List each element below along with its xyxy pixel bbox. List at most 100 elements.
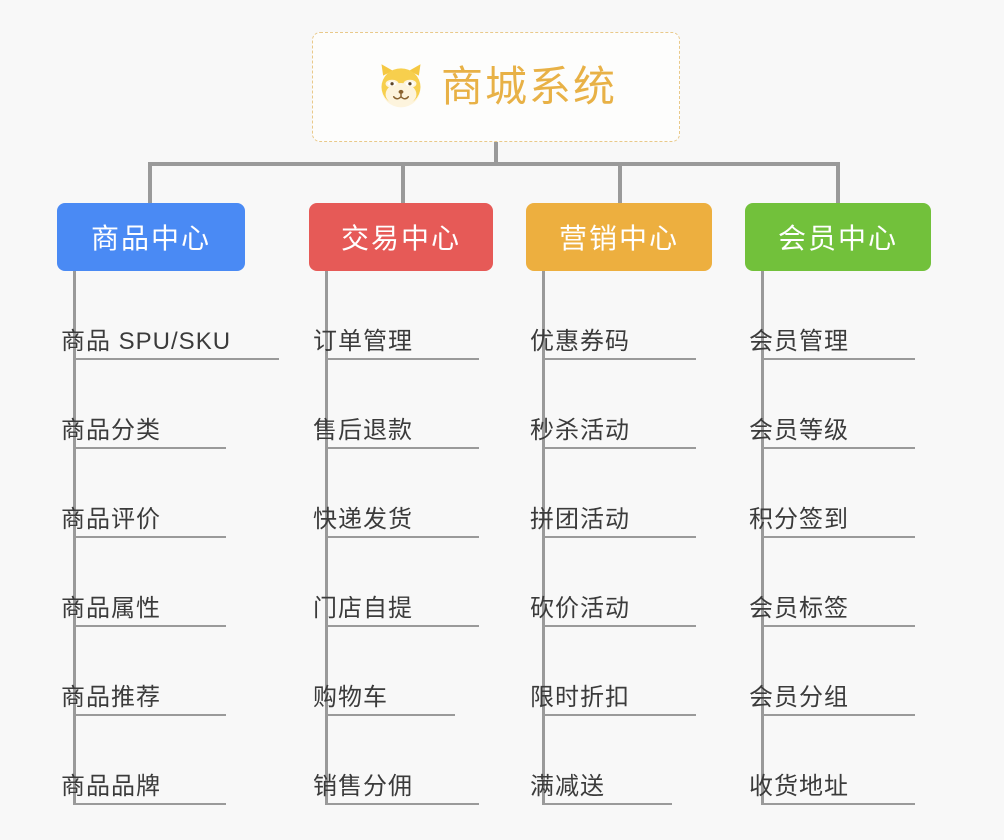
leaf-label: 会员标签 (749, 595, 849, 622)
column-transaction: 交易中心 订单管理 售后退款 快递发货 门店自提 购物车 (309, 203, 493, 805)
category-header-4[interactable]: 会员中心 (745, 203, 931, 271)
connector-horizontal-bus (150, 162, 840, 166)
leaf-label: 会员分组 (749, 684, 849, 711)
leaf-label: 优惠券码 (530, 328, 630, 355)
list-item[interactable]: 会员分组 (745, 627, 915, 716)
list-item[interactable]: 秒杀活动 (526, 360, 696, 449)
list-item[interactable]: 购物车 (309, 627, 479, 716)
leaf-label: 限时折扣 (530, 684, 630, 711)
leaf-list-3: 优惠券码 秒杀活动 拼团活动 砍价活动 限时折扣 满减送 (526, 271, 696, 805)
leaf-underline (73, 714, 226, 716)
list-item[interactable]: 限时折扣 (526, 627, 696, 716)
leaf-underline (325, 358, 479, 360)
leaf-underline (73, 536, 226, 538)
leaf-label: 售后退款 (313, 417, 413, 444)
list-item[interactable]: 会员标签 (745, 538, 915, 627)
list-item[interactable]: 商品评价 (57, 449, 279, 538)
column-commodity: 商品中心 商品 SPU/SKU 商品分类 商品评价 商品属性 商品推荐 (57, 203, 279, 805)
list-item[interactable]: 商品分类 (57, 360, 279, 449)
connector-drop-4 (836, 162, 840, 204)
category-label-4: 会员中心 (777, 223, 898, 254)
connector-root-stem (494, 142, 498, 164)
leaf-underline (761, 536, 915, 538)
leaf-label: 门店自提 (313, 595, 413, 622)
leaf-list-2: 订单管理 售后退款 快递发货 门店自提 购物车 销售分佣 (309, 271, 479, 805)
leaf-label: 拼团活动 (530, 506, 630, 533)
list-item[interactable]: 订单管理 (309, 271, 479, 360)
list-item[interactable]: 商品推荐 (57, 627, 279, 716)
leaf-underline (761, 447, 915, 449)
category-header-1[interactable]: 商品中心 (57, 203, 245, 271)
category-label-2: 交易中心 (340, 223, 461, 254)
leaf-underline (542, 447, 696, 449)
leaf-label: 购物车 (313, 684, 388, 711)
root-node[interactable]: 商城系统 (312, 32, 680, 142)
column-member: 会员中心 会员管理 会员等级 积分签到 会员标签 会员分组 (745, 203, 931, 805)
leaf-label: 砍价活动 (530, 595, 630, 622)
category-label-1: 商品中心 (90, 223, 211, 254)
leaf-underline (325, 447, 479, 449)
leaf-underline (542, 803, 672, 805)
list-item[interactable]: 商品 SPU/SKU (57, 271, 279, 360)
connector-drop-2 (401, 162, 405, 204)
list-item[interactable]: 销售分佣 (309, 716, 479, 805)
list-item[interactable]: 优惠券码 (526, 271, 696, 360)
leaf-label: 商品属性 (61, 595, 161, 622)
list-item[interactable]: 售后退款 (309, 360, 479, 449)
column-spine-2 (325, 271, 328, 805)
root-title: 商城系统 (440, 63, 617, 110)
leaf-label: 收货地址 (749, 773, 849, 800)
leaf-label: 会员等级 (749, 417, 849, 444)
category-header-3[interactable]: 营销中心 (526, 203, 712, 271)
list-item[interactable]: 砍价活动 (526, 538, 696, 627)
shiba-dog-icon (375, 61, 427, 113)
list-item[interactable]: 收货地址 (745, 716, 915, 805)
category-label-3: 营销中心 (558, 223, 679, 254)
column-spine-1 (73, 271, 76, 805)
column-marketing: 营销中心 优惠券码 秒杀活动 拼团活动 砍价活动 限时折扣 (526, 203, 712, 805)
leaf-underline (73, 625, 226, 627)
column-spine-4 (761, 271, 764, 805)
leaf-underline (73, 358, 279, 360)
list-item[interactable]: 门店自提 (309, 538, 479, 627)
leaf-underline (542, 358, 696, 360)
leaf-underline (325, 536, 479, 538)
leaf-underline (73, 803, 226, 805)
leaf-underline (761, 358, 915, 360)
leaf-label: 商品品牌 (61, 773, 161, 800)
list-item[interactable]: 商品属性 (57, 538, 279, 627)
list-item[interactable]: 商品品牌 (57, 716, 279, 805)
column-spine-3 (542, 271, 545, 805)
list-item[interactable]: 积分签到 (745, 449, 915, 538)
leaf-underline (542, 625, 696, 627)
list-item[interactable]: 拼团活动 (526, 449, 696, 538)
category-header-2[interactable]: 交易中心 (309, 203, 493, 271)
leaf-label: 销售分佣 (313, 773, 413, 800)
leaf-underline (542, 536, 696, 538)
leaf-label: 商品评价 (61, 506, 161, 533)
leaf-underline (325, 714, 455, 716)
leaf-underline (73, 447, 226, 449)
list-item[interactable]: 会员管理 (745, 271, 915, 360)
leaf-label: 商品分类 (61, 417, 161, 444)
leaf-label: 订单管理 (313, 328, 413, 355)
leaf-underline (325, 803, 479, 805)
list-item[interactable]: 满减送 (526, 716, 696, 805)
leaf-label: 商品 SPU/SKU (61, 328, 232, 355)
leaf-underline (761, 714, 915, 716)
leaf-list-1: 商品 SPU/SKU 商品分类 商品评价 商品属性 商品推荐 商品品牌 (57, 271, 279, 805)
leaf-underline (542, 714, 696, 716)
leaf-label: 商品推荐 (61, 684, 161, 711)
leaf-underline (761, 803, 915, 805)
leaf-underline (325, 625, 479, 627)
leaf-list-4: 会员管理 会员等级 积分签到 会员标签 会员分组 收货地址 (745, 271, 915, 805)
leaf-label: 积分签到 (749, 506, 849, 533)
leaf-label: 秒杀活动 (530, 417, 630, 444)
list-item[interactable]: 快递发货 (309, 449, 479, 538)
list-item[interactable]: 会员等级 (745, 360, 915, 449)
connector-drop-1 (148, 162, 152, 204)
leaf-label: 快递发货 (313, 506, 413, 533)
leaf-label: 会员管理 (749, 328, 849, 355)
connector-drop-3 (618, 162, 622, 204)
